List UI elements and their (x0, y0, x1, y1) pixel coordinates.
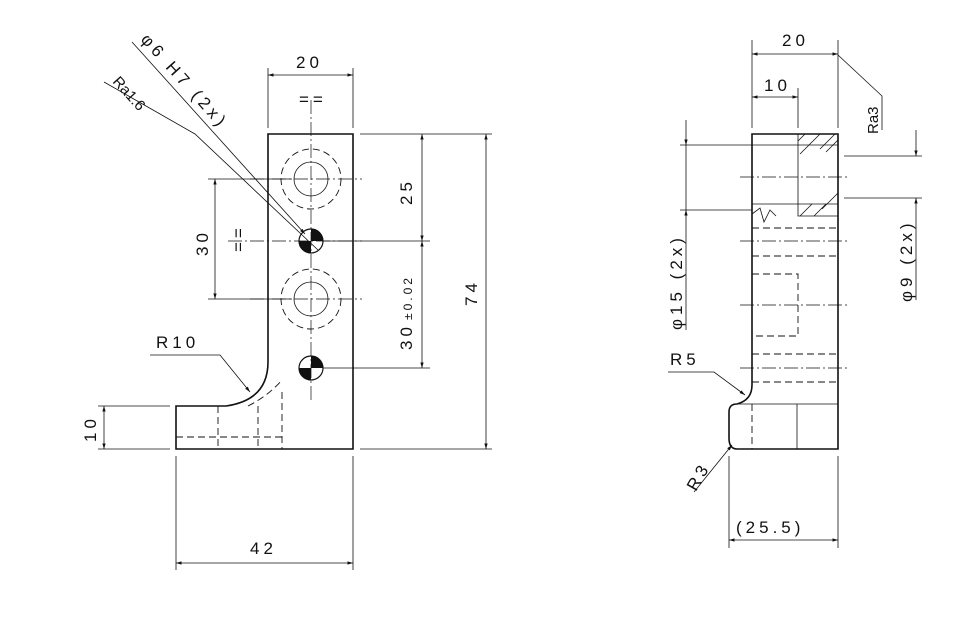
side-outline (728, 133, 839, 450)
front-center-distance-bottom: 30 (397, 323, 416, 350)
side-counterbore: φ15 (2x) (667, 234, 686, 330)
front-center-distance-top: 25 (397, 178, 416, 205)
front-dim-30: 30 (193, 229, 212, 256)
front-width-top: 20 (296, 53, 323, 72)
front-flange-thickness: 10 (81, 415, 100, 442)
front-width-base: 42 (250, 539, 277, 558)
side-roughness: Ra3 (865, 106, 882, 134)
front-outline (175, 133, 354, 450)
side-width-top: 20 (782, 31, 809, 50)
front-view: 20 == 25 30 ±0.02 74 30 == R10 10 42 φ6 … (81, 30, 492, 570)
side-counterbore-depth: 10 (764, 76, 791, 95)
front-fillet: R10 (156, 333, 199, 352)
front-tolerance: ±0.02 (401, 275, 415, 320)
hole-callout: φ6 H7 (2x) (137, 30, 232, 133)
front-roughness: Ra1.6 (109, 73, 148, 114)
front-equal-top: == (299, 90, 327, 109)
side-fillet-bottom: R3 (683, 459, 714, 494)
side-view: 20 10 Ra3 φ15 (2x) φ9 (2x) R5 R3 (25.5) (667, 31, 922, 548)
front-height-total: 74 (462, 279, 481, 306)
side-fillet-top: R5 (670, 350, 700, 369)
side-through-hole: φ9 (2x) (897, 220, 916, 302)
side-reference-width: (25.5) (736, 518, 804, 537)
front-equal-side: == (229, 224, 248, 252)
